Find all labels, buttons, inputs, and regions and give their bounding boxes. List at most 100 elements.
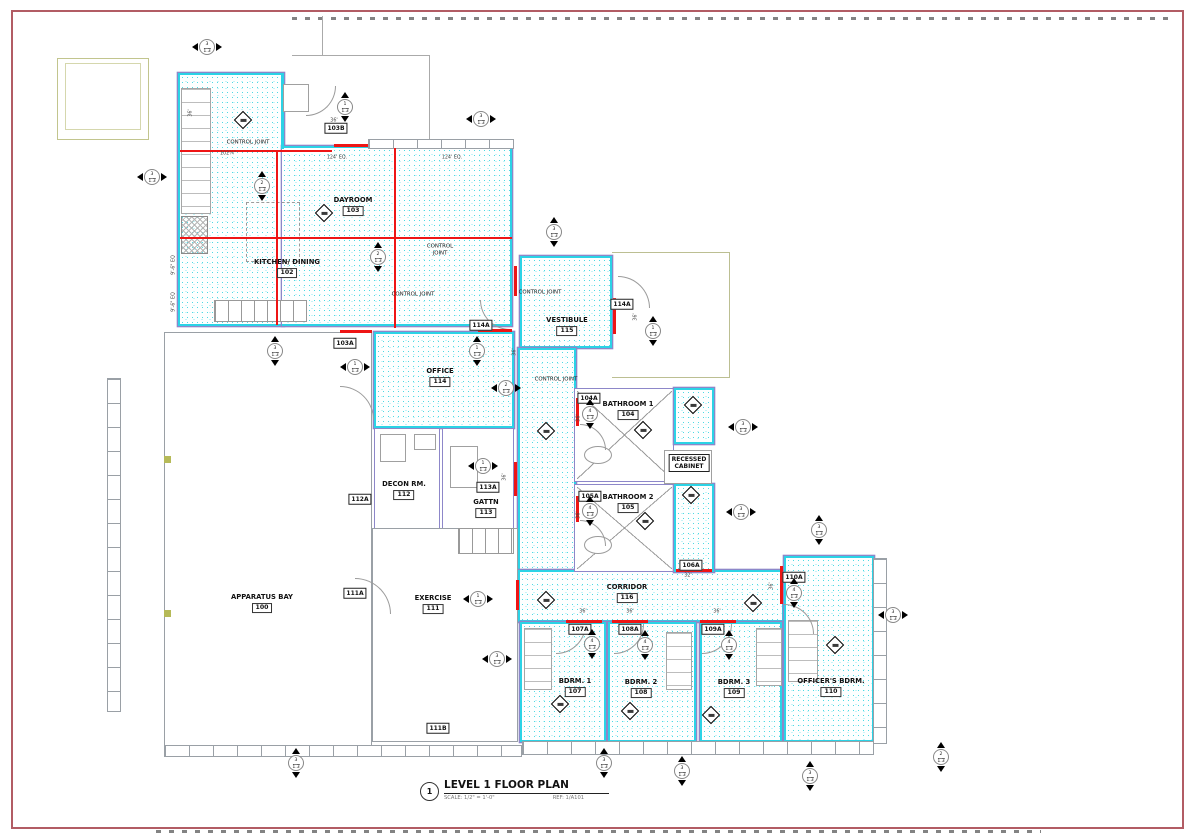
control-joint-line bbox=[180, 237, 512, 240]
control-joint-line bbox=[700, 620, 736, 623]
control-joint-note: CONTROL JOINT bbox=[226, 139, 270, 146]
dimension-label: 36' bbox=[579, 609, 587, 615]
downspout-marker bbox=[164, 456, 171, 463]
roof-outline-line bbox=[292, 55, 430, 56]
dimension-label: 9'-6" EQ bbox=[171, 255, 177, 275]
fixture-hatch bbox=[181, 216, 208, 254]
room-vestibule-115 bbox=[520, 256, 612, 348]
control-joint-line bbox=[566, 620, 602, 623]
door-tag-111A: 111A bbox=[343, 587, 367, 599]
fixture-outline bbox=[414, 434, 436, 450]
control-joint-line bbox=[478, 329, 512, 332]
door-tag-RECESSED-CABINET: RECESSED CABINET bbox=[668, 454, 710, 472]
dimension-label: 9'-6" EQ bbox=[171, 292, 177, 312]
view-ref: REF: 1/A101 bbox=[552, 795, 585, 802]
downspout-marker bbox=[164, 610, 171, 617]
dimension-label: 36' bbox=[188, 109, 194, 117]
control-joint-line bbox=[576, 496, 579, 522]
control-joint-line bbox=[516, 580, 519, 610]
control-joint-line bbox=[276, 152, 279, 325]
equipment-pad-outline bbox=[57, 58, 149, 140]
control-joint-line bbox=[612, 620, 648, 623]
door-tag-114A: 114A bbox=[610, 298, 634, 310]
control-joint-line bbox=[394, 148, 397, 328]
fixture-outline bbox=[380, 434, 406, 462]
room-apparatus-bay-100 bbox=[164, 332, 372, 746]
door-tag-111B: 111B bbox=[426, 722, 450, 734]
room-label-112: DECON RM.112 bbox=[382, 480, 426, 500]
view-scale: SCALE: 1/2" = 1'-0" bbox=[444, 795, 495, 802]
control-joint-line bbox=[576, 398, 579, 426]
control-joint-line bbox=[676, 569, 712, 572]
view-title: LEVEL 1 FLOOR PLAN bbox=[444, 779, 609, 795]
control-joint-line bbox=[334, 144, 368, 147]
window-band bbox=[873, 558, 887, 744]
sheet-border bbox=[11, 10, 1184, 829]
control-joint-note: CONTROL JOINT bbox=[534, 376, 578, 383]
title-block: 1 LEVEL 1 FLOOR PLAN SCALE: 1/2" = 1'-0"… bbox=[420, 779, 609, 802]
door-tag-109A: 109A bbox=[701, 623, 725, 635]
control-joint-note: CONTROL JOINT bbox=[426, 243, 454, 256]
dimension-label: 36' bbox=[512, 348, 518, 356]
fixture-stairs bbox=[458, 528, 514, 554]
roof-outline-line bbox=[612, 377, 730, 378]
door-tag-114A: 114A bbox=[469, 319, 493, 331]
room-hall-west-116 bbox=[518, 348, 576, 572]
fixture-bed bbox=[666, 632, 692, 690]
door-swing-arc bbox=[306, 86, 336, 116]
dimension-label: 36' bbox=[626, 609, 634, 615]
fixture-bed bbox=[524, 628, 552, 690]
room-corridor-116 bbox=[518, 570, 784, 622]
room-label-110: OFFICER'S BDRM.110 bbox=[797, 677, 865, 697]
window-band bbox=[164, 745, 522, 757]
door-tag-112A: 112A bbox=[348, 493, 372, 505]
room-dayroom-103 bbox=[282, 146, 512, 326]
control-joint-line bbox=[514, 462, 517, 496]
dimension-label: 36' bbox=[330, 118, 338, 124]
dimension-label: 36' bbox=[502, 473, 508, 481]
equipment-pad-inner-outline bbox=[65, 63, 141, 130]
control-joint-line bbox=[780, 566, 783, 604]
control-joint-line bbox=[180, 150, 332, 153]
window-band bbox=[107, 378, 121, 712]
wall-segment bbox=[281, 73, 284, 149]
view-number: 1 bbox=[426, 787, 433, 796]
window-band bbox=[368, 139, 514, 149]
door-tag-108A: 108A bbox=[618, 623, 642, 635]
door-tag-103A: 103A bbox=[333, 337, 357, 349]
control-joint-line bbox=[340, 330, 372, 333]
dimension-label: 124' EQ. bbox=[326, 155, 348, 161]
dimension-label: 36' bbox=[713, 609, 721, 615]
fixture-dashed bbox=[246, 202, 300, 262]
